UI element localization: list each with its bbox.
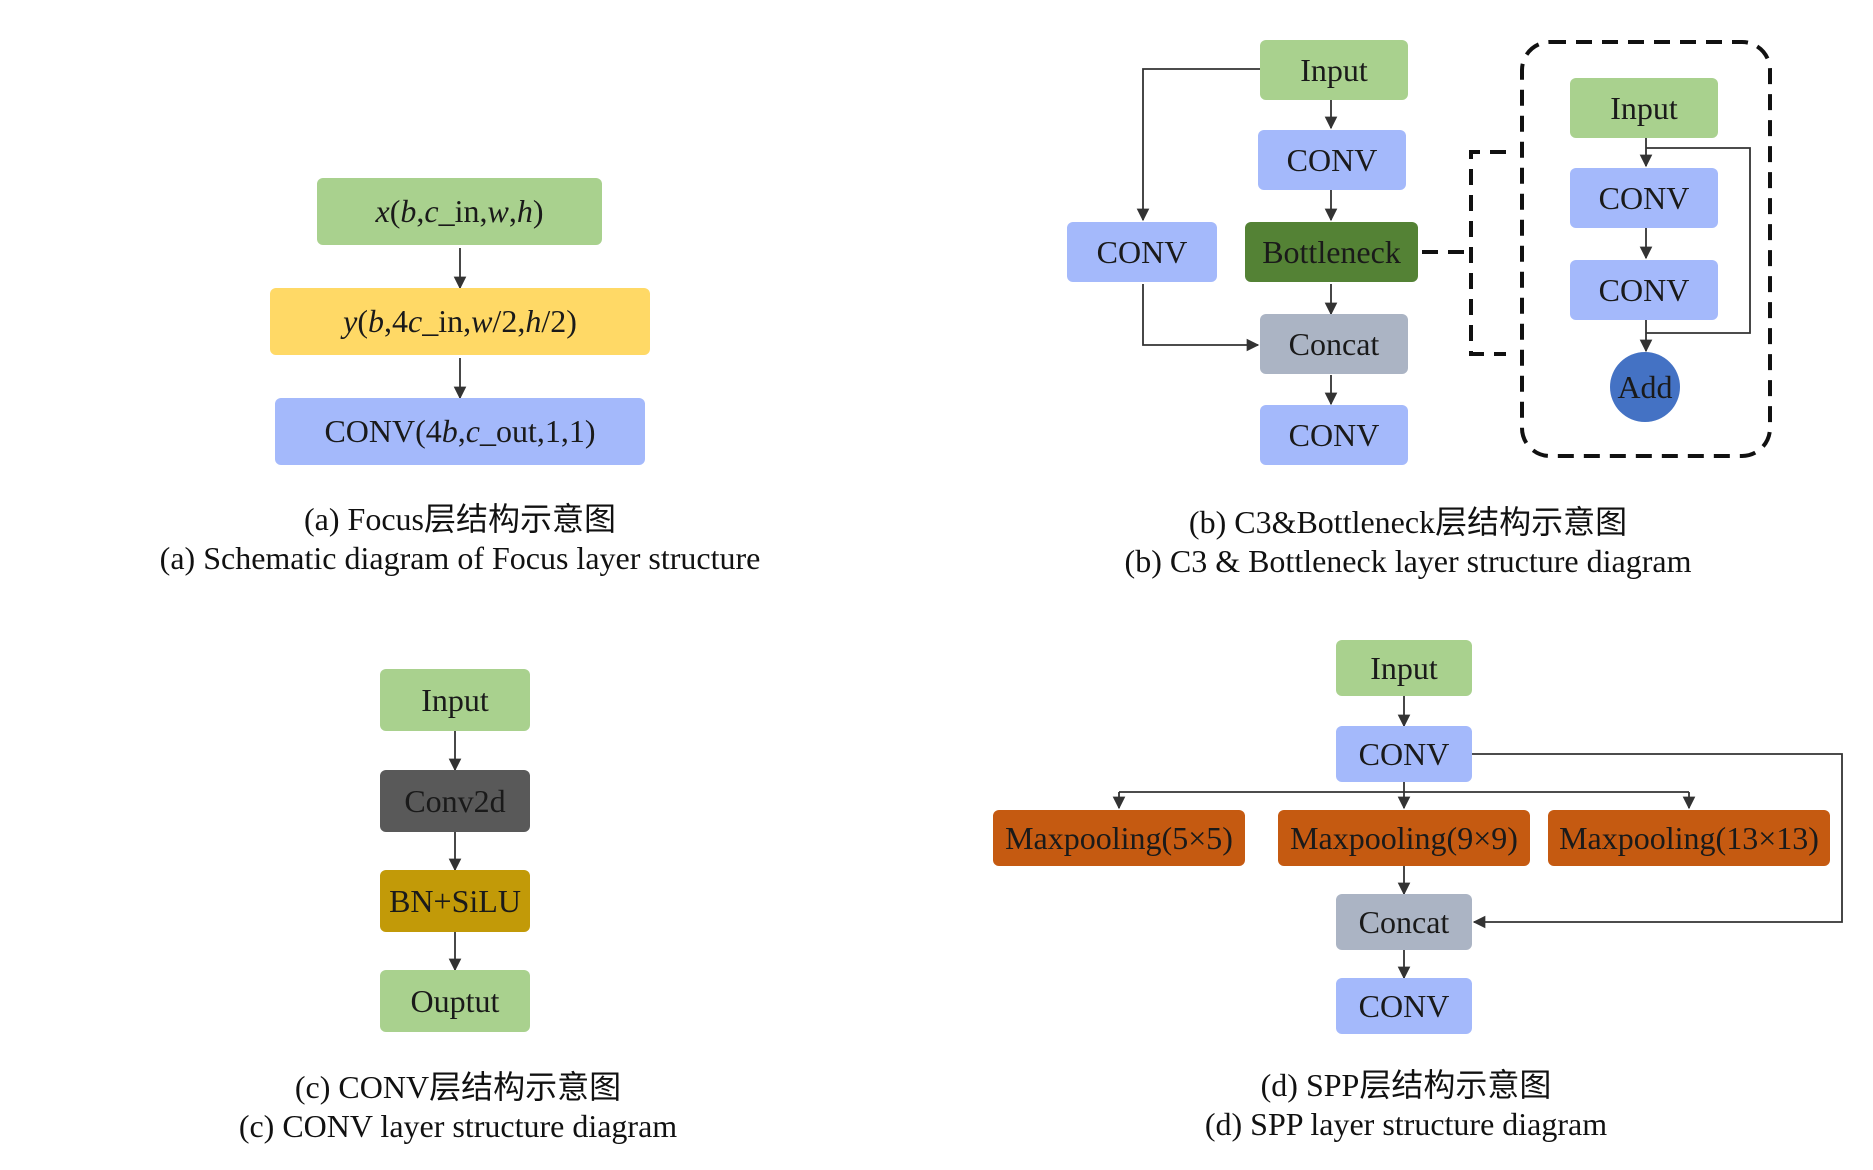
formula-fragment: , — [416, 193, 425, 229]
caption-a-en: (a) Schematic diagram of Focus layer str… — [159, 540, 761, 576]
spp-concat-box: Concat — [1336, 894, 1472, 950]
formula-fragment: , — [457, 413, 466, 449]
spp-input-box: Input — [1336, 640, 1472, 696]
formula-fragment: CONV(4 — [324, 413, 442, 449]
caption-d-en: (d) SPP layer structure diagram — [1204, 1106, 1608, 1142]
bd-residual-line — [1646, 147, 1751, 334]
c3-input-box: Input — [1260, 40, 1408, 100]
caption-b-cn: (b) C3&Bottleneck层结构示意图 — [1188, 504, 1628, 540]
spp-maxpool-13-box: Maxpooling(13×13) — [1548, 810, 1830, 866]
bottleneck-conv1-box: CONV — [1570, 168, 1718, 228]
caption-d-cn: (d) SPP层结构示意图 — [1260, 1067, 1552, 1103]
caption-c-en: (c) CONV layer structure diagram — [238, 1108, 678, 1144]
formula-fragment: /2, — [492, 303, 526, 339]
spp-maxpool-9-box: Maxpooling(9×9) — [1278, 810, 1530, 866]
formula-fragment: b — [400, 193, 417, 229]
formula-fragment: ) — [532, 193, 544, 229]
arrow-d-conv-skip-concat — [1472, 753, 1843, 929]
spp-conv-bottom-box: CONV — [1336, 978, 1472, 1034]
c3-conv-bottom-box: CONV — [1260, 405, 1408, 465]
conv-output-box: Ouptut — [380, 970, 530, 1032]
c3-conv-top-box: CONV — [1258, 130, 1406, 190]
bottleneck-detail-frame — [1520, 40, 1772, 458]
arrow-b-side-conv-concat — [1142, 284, 1260, 352]
formula-fragment: ( — [389, 193, 401, 229]
spp-conv-top-box: CONV — [1336, 726, 1472, 782]
formula-fragment: _in, — [422, 303, 472, 339]
formula-fragment: b — [441, 413, 458, 449]
formula-fragment: ,4 — [383, 303, 408, 339]
formula-fragment: c — [407, 303, 423, 339]
c3-bottleneck-box: Bottleneck — [1245, 222, 1418, 282]
formula-fragment: y — [343, 303, 358, 339]
c3-concat-box: Concat — [1260, 314, 1408, 374]
spp-maxpool-5-box: Maxpooling(5×5) — [993, 810, 1245, 866]
bn-silu-box: BN+SiLU — [380, 870, 530, 932]
c3-conv-side-box: CONV — [1067, 222, 1217, 282]
caption-b-en: (b) C3 & Bottleneck layer structure diag… — [1124, 543, 1692, 579]
bottleneck-input-box: Input — [1570, 78, 1718, 138]
formula-fragment: , — [508, 193, 517, 229]
arrow-b-input-side-conv — [1136, 68, 1260, 222]
formula-fragment: _in, — [438, 193, 488, 229]
formula-fragment: x — [375, 193, 390, 229]
bottleneck-conv2-box: CONV — [1570, 260, 1718, 320]
formula-fragment: b — [367, 303, 384, 339]
formula-fragment: _out,1,1) — [479, 413, 596, 449]
conv-input-box: Input — [380, 669, 530, 731]
formula-fragment: w — [471, 303, 493, 339]
formula-fragment: w — [487, 193, 509, 229]
formula-fragment: ( — [357, 303, 368, 339]
formula-fragment: h — [525, 303, 542, 339]
formula-fragment: /2) — [541, 303, 577, 339]
caption-c-cn: (c) CONV层结构示意图 — [294, 1069, 622, 1105]
bottleneck-add-node: Add — [1610, 352, 1680, 422]
formula-fragment: c — [424, 193, 439, 229]
conv2d-box: Conv2d — [380, 770, 530, 832]
caption-a-cn: (a) Focus层结构示意图 — [304, 501, 616, 537]
focus-input-box: x(b,c_in,w,h) — [317, 178, 602, 245]
formula-fragment: h — [516, 193, 533, 229]
bottleneck-bracket — [1469, 150, 1506, 356]
formula-fragment: c — [465, 413, 480, 449]
